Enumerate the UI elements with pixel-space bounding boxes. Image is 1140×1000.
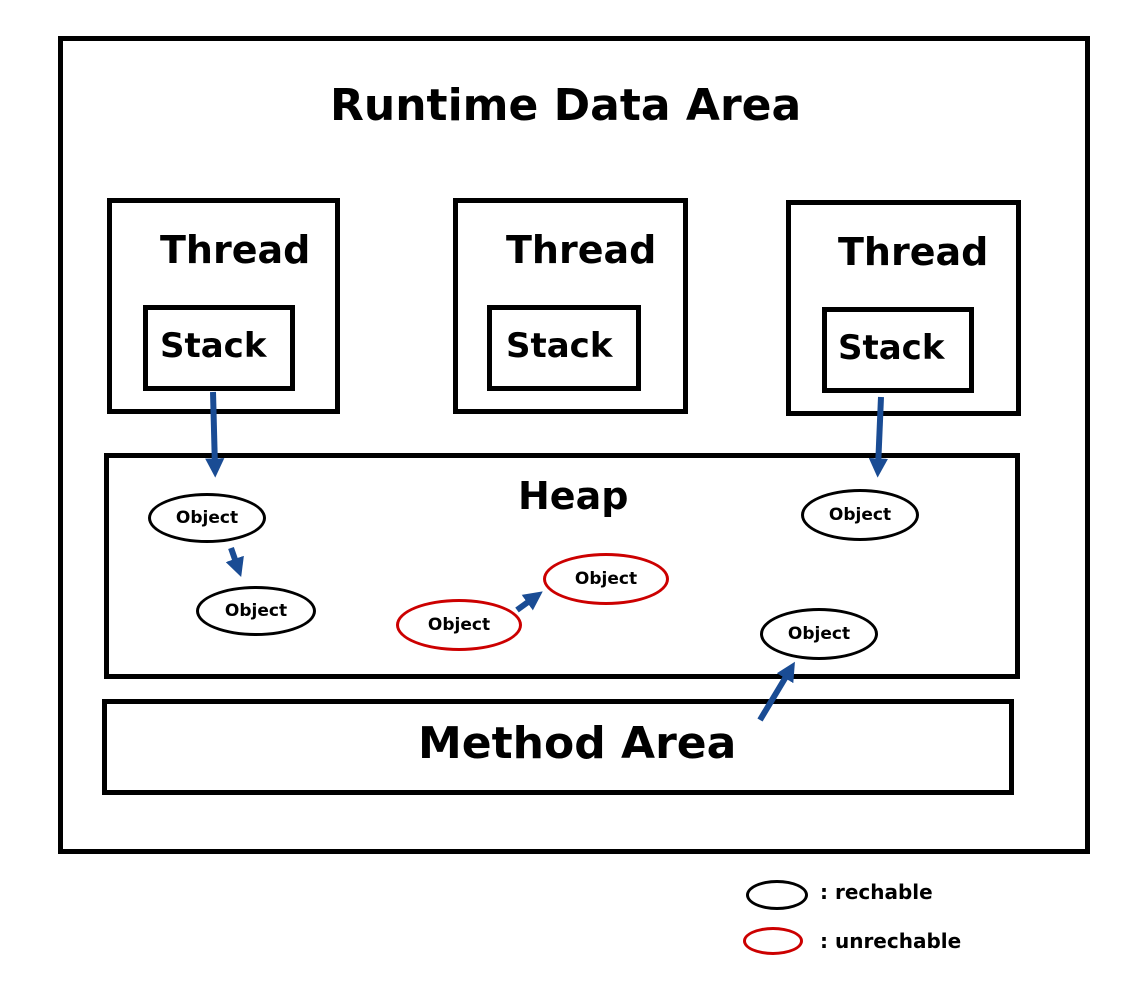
heap-object-unreachable: Object	[396, 599, 522, 651]
stack-label-2: Stack	[506, 326, 613, 366]
heap-object: Object	[801, 489, 919, 541]
method-area-box	[102, 699, 1014, 795]
legend-unreachable-icon	[743, 927, 803, 955]
heap-object: Object	[148, 493, 266, 543]
stack-label-1: Stack	[160, 326, 267, 366]
legend-unreachable-label: : unrechable	[820, 929, 962, 953]
heap-object-unreachable: Object	[543, 553, 669, 605]
stack-box-1	[143, 305, 295, 391]
heap-label: Heap	[518, 474, 629, 518]
thread-label-3: Thread	[838, 230, 989, 274]
heap-object: Object	[196, 586, 316, 636]
stack-label-3: Stack	[838, 328, 945, 368]
diagram-title: Runtime Data Area	[330, 80, 802, 131]
stack-box-3	[822, 307, 974, 393]
method-area-label: Method Area	[418, 718, 737, 769]
thread-label-1: Thread	[160, 228, 311, 272]
stack-box-2	[487, 305, 641, 391]
legend-reachable-icon	[746, 880, 808, 910]
heap-object: Object	[760, 608, 878, 660]
thread-label-2: Thread	[506, 228, 657, 272]
legend-reachable-label: : rechable	[820, 880, 933, 904]
